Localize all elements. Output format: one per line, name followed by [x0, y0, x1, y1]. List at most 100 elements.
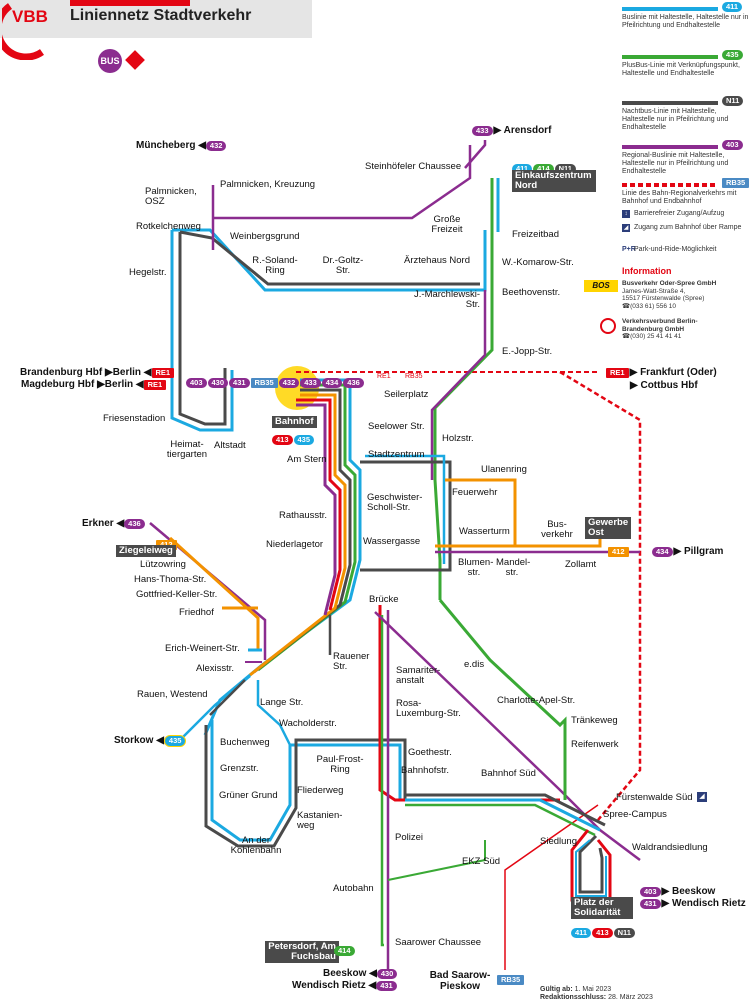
stop-zollamt[interactable]: Zollamt	[565, 559, 597, 570]
bos-logo: BOS	[584, 280, 618, 292]
stop-busverkehr[interactable]: Bus-verkehr	[541, 519, 573, 540]
stop-fliederweg[interactable]: Fliederweg	[297, 785, 344, 796]
stop-platz-solidaritaet[interactable]: Platz der Solidarität	[571, 897, 633, 919]
stop-holzstr[interactable]: Holzstr.	[442, 433, 474, 444]
stop-rotkelchenweg[interactable]: Rotkelchenweg	[136, 221, 201, 232]
stop-spree-campus[interactable]: Spree-Campus	[603, 809, 667, 820]
stop-ziegeleiweg[interactable]: Ziegeleiweg	[116, 545, 176, 557]
stop-autobahn[interactable]: Autobahn	[333, 883, 374, 894]
stop-gewerbe-ost[interactable]: Gewerbe Ost	[585, 517, 631, 539]
stop-fuerstenwalde-sued[interactable]: Fürstenwalde Süd	[616, 792, 693, 803]
stop-polizei[interactable]: Polizei	[395, 832, 423, 843]
legend-badge-bus: 411	[722, 2, 743, 12]
stop-rauener-str[interactable]: Rauener Str.	[333, 651, 370, 672]
stop-charlotte-apel[interactable]: Charlotte-Apel-Str.	[497, 695, 576, 706]
stop-weinbergsgrund[interactable]: Weinbergsgrund	[230, 231, 300, 242]
stop-rathausstr[interactable]: Rathausstr.	[279, 510, 328, 521]
stop-seelower-str[interactable]: Seelower Str.	[368, 421, 425, 432]
stop-samariteranstalt[interactable]: Samariter-anstalt	[396, 665, 441, 686]
stop-freizeitbad[interactable]: Freizeitbad	[512, 229, 559, 240]
stop-luetzowring[interactable]: Lützowring	[140, 559, 186, 570]
stop-kohlenbahn[interactable]: An der Kohlenbahn	[230, 835, 282, 856]
operator-1-phone[interactable]: ☎(033 61) 556 10	[622, 302, 676, 310]
stop-feuerwehr[interactable]: Feuerwehr	[452, 487, 498, 498]
dest-wendisch-rietz-south: Wendisch Rietz ◀431	[292, 980, 398, 991]
stop-seilerplatz[interactable]: Seilerplatz	[384, 389, 429, 400]
ramp-icon: ◢	[622, 224, 630, 232]
stop-palmnicken-osz[interactable]: Palmnicken, OSZ	[145, 186, 197, 207]
operator-2-phone[interactable]: ☎(030) 25 41 41 41	[622, 333, 682, 340]
stop-heimattiergarten[interactable]: Heimat-tiergarten	[166, 439, 208, 460]
stop-r-soland-ring[interactable]: R.-Soland-Ring	[252, 255, 298, 276]
stop-gruener-grund[interactable]: Grüner Grund	[219, 790, 278, 801]
dest-arensdorf: 433▶ Arensdorf	[472, 125, 551, 136]
stop-rosa-luxemburg[interactable]: Rosa-Luxemburg-Str.	[396, 698, 461, 719]
stop-j-marchlewski[interactable]: J.-Marchlewski-Str.	[414, 289, 480, 310]
stop-altstadt[interactable]: Altstadt	[214, 440, 246, 451]
legend-badge-rail: RB35	[722, 178, 750, 188]
stop-wasserturm[interactable]: Wasserturm	[459, 526, 510, 537]
dest-pillgram: 434▶ Pillgram	[652, 546, 723, 557]
stop-friedhof[interactable]: Friedhof	[179, 607, 214, 618]
stop-friesenstadion[interactable]: Friesenstadion	[103, 413, 166, 424]
stop-ekz-sued[interactable]: EKZ Süd	[462, 856, 501, 867]
dest-erkner: Erkner ◀436	[82, 518, 146, 529]
stop-steinhoefeler[interactable]: Steinhöfeler Chaussee	[365, 161, 462, 172]
trunk-bundle-orange	[249, 393, 347, 677]
stop-rauen-westend[interactable]: Rauen, Westend	[137, 689, 208, 700]
stop-bruecke[interactable]: Brücke	[369, 594, 399, 605]
stop-palmnicken-kreuzung[interactable]: Palmnicken, Kreuzung	[220, 179, 316, 190]
header-bar	[0, 0, 312, 38]
operator-2-name: Verkehrsverbund Berlin-Brandenburg GmbH	[622, 318, 698, 333]
stop-paul-frost-ring[interactable]: Paul-Frost-Ring	[316, 754, 364, 775]
stop-kastanienweg[interactable]: Kastanien-weg	[297, 810, 343, 831]
stop-goethestr[interactable]: Goethestr.	[408, 747, 452, 758]
stop-stadtzentrum[interactable]: Stadtzentrum	[368, 449, 425, 460]
stop-grenzstr[interactable]: Grenzstr.	[220, 763, 259, 774]
dest-cottbus-hbf: ▶ Cottbus Hbf	[630, 380, 698, 391]
legend-badge-nightbus: N11	[722, 96, 744, 106]
stop-dr-goltz-str[interactable]: Dr.-Goltz-Str.	[322, 255, 364, 276]
stop-saarower-chaussee[interactable]: Saarower Chaussee	[395, 937, 482, 948]
stop-aerztehaus-nord[interactable]: Ärztehaus Nord	[404, 255, 471, 266]
stop-siedlung[interactable]: Siedlung	[540, 836, 577, 847]
stop-gottfried-keller[interactable]: Gottfried-Keller-Str.	[136, 589, 218, 600]
page-title: Liniennetz Stadtverkehr	[70, 7, 252, 24]
stop-bahnhof-sued[interactable]: Bahnhof Süd	[481, 768, 536, 779]
dest-frankfurt-oder: RE1▶ Frankfurt (Oder)	[606, 367, 717, 378]
legend-badge-regional: 403	[722, 140, 743, 150]
legend-text-elevator: Barrierefreier Zugang/Aufzug	[634, 210, 725, 217]
stop-reifenwerk[interactable]: Reifenwerk	[571, 739, 619, 750]
stop-erich-weinert[interactable]: Erich-Weinert-Str.	[165, 643, 240, 654]
stop-w-komarow[interactable]: W.-Komarow-Str.	[502, 257, 574, 268]
stop-wassergasse[interactable]: Wassergasse	[363, 536, 421, 547]
stop-wacholderstr[interactable]: Wacholderstr.	[279, 718, 337, 729]
stop-petersdorf[interactable]: Petersdorf, Am Fuchsbau	[265, 941, 339, 963]
stop-waldrandsiedlung[interactable]: Waldrandsiedlung	[632, 842, 708, 853]
stop-lange-str[interactable]: Lange Str.	[260, 697, 304, 708]
stop-bahnhof[interactable]: Bahnhof	[272, 416, 317, 428]
line-414-green-south	[380, 615, 384, 947]
stop-niederlagetor[interactable]: Niederlagetor	[266, 539, 324, 550]
stop-hans-thoma[interactable]: Hans-Thoma-Str.	[134, 574, 207, 585]
stop-bahnhofstr[interactable]: Bahnhofstr.	[401, 765, 450, 776]
stop-e-jopp[interactable]: E.-Jopp-Str.	[502, 346, 553, 357]
stop-beethovenstr[interactable]: Beethovenstr.	[502, 287, 561, 298]
dest-storkow: Storkow ◀435	[114, 735, 187, 747]
trunk-bundle-red	[296, 398, 342, 611]
stop-am-stern[interactable]: Am Stern	[287, 454, 327, 465]
stop-alexisstr[interactable]: Alexisstr.	[196, 663, 235, 674]
stop-hegelstr[interactable]: Hegelstr.	[129, 267, 167, 278]
stop-geschwister-scholl[interactable]: Geschwister-Scholl-Str.	[367, 492, 423, 513]
stop-blumenstr[interactable]: Blumen-str.	[458, 557, 494, 578]
stop-grosse-freizeit[interactable]: Große Freizeit	[431, 214, 463, 235]
stop-mandelstr[interactable]: Mandel-str.	[496, 557, 531, 578]
stop-ulanenring[interactable]: Ulanenring	[481, 464, 527, 475]
stop-einkaufszentrum-nord[interactable]: Einkaufszentrum Nord	[512, 170, 596, 192]
stop-buchenweg[interactable]: Buchenweg	[220, 737, 270, 748]
stop-traenkeweg[interactable]: Tränkeweg	[571, 715, 618, 726]
line-411-north-loop	[170, 228, 487, 432]
rail-line-rb35-south	[559, 370, 642, 821]
stop-edis[interactable]: e.dis	[464, 659, 485, 670]
